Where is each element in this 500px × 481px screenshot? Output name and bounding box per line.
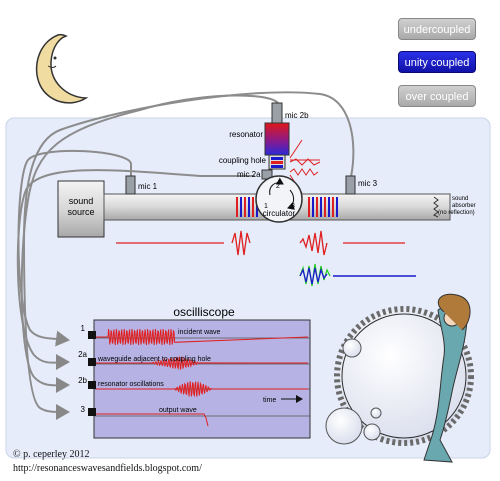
blog-url-link[interactable]: http://resonanceswavesandfields.blogspot… [13, 463, 202, 474]
sound-source-box [57, 180, 105, 238]
undercoupled-button[interactable]: undercoupled [398, 18, 476, 40]
trace-waveguide [96, 356, 309, 371]
mic-2a-label: mic 2a [237, 170, 261, 179]
mic-3-label: mic 3 [358, 179, 378, 188]
copyright-text: © p. ceperley 2012 [13, 449, 90, 460]
absorber-label-3: (no reflection) [438, 210, 475, 216]
channel-1-jack [88, 331, 96, 339]
tube-pulse-right [308, 197, 338, 217]
mic-2b [271, 102, 283, 124]
absorber-zigzag [433, 196, 439, 218]
sound-source-label-2: source [67, 207, 94, 217]
coupling-wave-bottom [289, 168, 319, 176]
mic-2b-label: mic 2b [285, 111, 309, 120]
mic-3 [345, 175, 356, 195]
circulator [255, 175, 303, 223]
circulator-port-3: 3 [291, 203, 295, 210]
mic-cables [16, 91, 355, 421]
unity-coupled-button[interactable]: unity coupled [398, 51, 476, 73]
channel-3-label: output wave [159, 407, 197, 414]
channel-1-id: 1 [81, 324, 86, 333]
oscilloscope-title: oscilliscope [173, 305, 235, 319]
resonator-chamber [264, 122, 290, 156]
trace-resonator [96, 381, 308, 398]
over-coupled-button[interactable]: over coupled [398, 85, 476, 107]
moon-icon [35, 33, 89, 104]
channel-2b-jack [88, 381, 96, 389]
channel-2a-label: waveguide adjacent to coupling hole [97, 356, 211, 363]
channel-3-id: 3 [81, 405, 86, 414]
channel-2a-jack [88, 358, 96, 366]
waveform-out-red [299, 230, 328, 256]
channel-2b-id: 2b [78, 376, 87, 385]
channel-2a-id: 2a [78, 350, 87, 359]
circulator-label: circulator [263, 209, 296, 218]
coupling-wave-top [289, 158, 321, 166]
resonator-label: resonator [229, 130, 263, 139]
circulator-port-1: 1 [264, 203, 268, 210]
mic-1 [125, 175, 136, 195]
sound-source-label-1: sound [69, 196, 94, 206]
mermaid-illustration [325, 293, 474, 463]
trace-output-wave [96, 413, 209, 427]
mic-1-label: mic 1 [138, 182, 158, 191]
circulator-port-2: 2 [276, 183, 280, 190]
channel-3-jack [88, 408, 96, 416]
waveform-in-packet [231, 230, 251, 256]
absorber-label-1: sound [452, 196, 468, 202]
waveform-out-blue [299, 267, 328, 285]
time-axis-label: time [263, 397, 276, 404]
coupling-hole-label: coupling hole [219, 156, 267, 165]
absorber-label-2: absorber [452, 203, 476, 209]
channel-1-label: incident wave [178, 329, 221, 336]
channel-2b-label: resonator oscillations [98, 381, 164, 388]
trace-incident-wave [96, 329, 309, 345]
